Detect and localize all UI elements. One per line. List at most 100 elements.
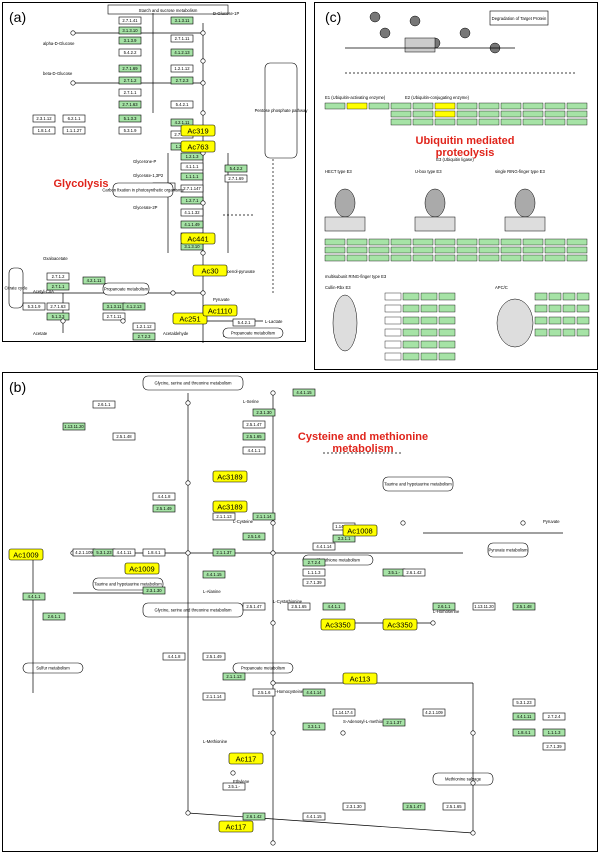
enzyme-node bbox=[180, 162, 204, 171]
enzyme-node bbox=[544, 118, 566, 126]
compound-label: L-Serine bbox=[243, 399, 259, 404]
enzyme-node bbox=[500, 246, 522, 254]
enzyme-node bbox=[46, 282, 70, 291]
enzyme-node bbox=[252, 688, 276, 697]
enzyme-label: 4.4.1.15 bbox=[306, 814, 322, 819]
compound-node bbox=[185, 810, 191, 816]
compound-label: L-Lactate bbox=[265, 319, 283, 324]
enzyme-node bbox=[118, 16, 142, 25]
enzyme-label: 2.5.1.47 bbox=[246, 422, 262, 427]
enzyme-label: 2.1.1.37 bbox=[216, 550, 232, 555]
enzyme-node bbox=[302, 722, 326, 731]
enzyme-node bbox=[222, 782, 246, 791]
enzyme-node bbox=[242, 446, 266, 455]
pathway-box-label: Sulfur metabolism bbox=[36, 666, 70, 671]
enzyme-node bbox=[118, 100, 142, 109]
enzyme-label: 2.5.1.65 bbox=[446, 804, 462, 809]
enzyme-node bbox=[224, 174, 248, 183]
enzyme-node bbox=[522, 246, 544, 254]
pathway-box bbox=[487, 542, 529, 558]
enzyme-node bbox=[384, 328, 402, 337]
marker-label: Ac3189 bbox=[217, 502, 242, 511]
enzyme-node bbox=[242, 532, 266, 541]
enzyme-label: 2.7.1.147 bbox=[183, 186, 201, 191]
substrate-glyph bbox=[324, 216, 366, 232]
compound-node bbox=[200, 58, 206, 64]
enzyme-label: 2.1.1.37 bbox=[386, 720, 402, 725]
enzyme-label: 2.7.1.11 bbox=[107, 314, 122, 319]
enzyme-node bbox=[420, 352, 438, 361]
compound-label: E3 (Ubiquitin ligase) bbox=[436, 157, 474, 162]
enzyme-node bbox=[390, 118, 412, 126]
enzyme-node bbox=[420, 328, 438, 337]
enzyme-label: 3.1.3.11 bbox=[175, 18, 190, 23]
enzyme-label: 5.4.2.1 bbox=[238, 320, 251, 325]
enzyme-node bbox=[384, 352, 402, 361]
enzyme-node bbox=[522, 110, 544, 118]
enzyme-node bbox=[170, 48, 194, 57]
pathway-box-label: Pyruvate metabolism bbox=[488, 548, 528, 553]
enzyme-node bbox=[118, 76, 142, 85]
marker-badge bbox=[124, 562, 160, 575]
enzyme-node bbox=[472, 602, 496, 611]
enzyme-node bbox=[322, 602, 346, 611]
enzyme-node bbox=[170, 34, 194, 43]
compound-label: Starch and sucrose metabolism bbox=[139, 8, 198, 13]
enzyme-node bbox=[500, 254, 522, 262]
compound-node bbox=[185, 400, 191, 406]
enzyme-node bbox=[438, 352, 456, 361]
enzyme-label: 4.1.2.13 bbox=[174, 50, 190, 55]
enzyme-label: 2.7.1.2 bbox=[124, 78, 137, 83]
marker-badge bbox=[342, 672, 378, 685]
pathway-box bbox=[22, 662, 84, 674]
enzyme-node bbox=[402, 352, 420, 361]
enzyme-node bbox=[544, 102, 566, 110]
enzyme-label: 2.5.1.65 bbox=[246, 434, 262, 439]
pathway-box-label: Glutathione metabolism bbox=[316, 558, 361, 563]
enzyme-node bbox=[432, 602, 456, 611]
enzyme-node bbox=[324, 246, 346, 254]
enzyme-label: 4.4.1.8 bbox=[158, 494, 171, 499]
enzyme-label: 1.2.1.3 bbox=[186, 154, 199, 159]
compound-label: L-Homocysteine bbox=[273, 689, 304, 694]
compound-label: U-box type E3 bbox=[415, 169, 442, 174]
enzyme-node bbox=[438, 316, 456, 325]
enzyme-node bbox=[46, 302, 70, 311]
enzyme-label: 4.4.1.1 bbox=[28, 594, 41, 599]
pathway-box bbox=[142, 375, 244, 391]
enzyme-node bbox=[478, 110, 500, 118]
enzyme-node bbox=[346, 246, 368, 254]
marker-label: Ac319 bbox=[187, 126, 208, 135]
marker-label: Ac117 bbox=[236, 754, 257, 763]
enzyme-label: 2.7.1.1 bbox=[124, 90, 137, 95]
enzyme-node bbox=[562, 292, 576, 301]
enzyme-label: 3.1.3.10 bbox=[122, 28, 138, 33]
enzyme-node bbox=[534, 316, 548, 325]
enzyme-node bbox=[412, 118, 434, 126]
compound-label: alpha-D-Glucose bbox=[43, 41, 75, 46]
compound-node bbox=[430, 620, 436, 626]
enzyme-node bbox=[170, 16, 194, 25]
enzyme-node bbox=[442, 802, 466, 811]
marker-badge bbox=[382, 618, 418, 631]
enzyme-node bbox=[202, 692, 226, 701]
compound-label: Glycerone-P bbox=[133, 159, 156, 164]
enzyme-node bbox=[180, 172, 204, 181]
header-box bbox=[107, 4, 229, 15]
enzyme-node bbox=[562, 304, 576, 313]
panel-c-title: Ubiquitin mediated proteolysis bbox=[415, 135, 515, 160]
compound-node bbox=[185, 480, 191, 486]
enzyme-label: 4.4.1.11 bbox=[117, 550, 132, 555]
enzyme-node bbox=[512, 712, 536, 721]
enzyme-node bbox=[324, 102, 346, 110]
enzyme-node bbox=[118, 64, 142, 73]
enzyme-label: 2.5.1.49 bbox=[206, 654, 222, 659]
compound-label: Ethylene bbox=[233, 779, 250, 784]
compound-label: APC/C bbox=[495, 285, 508, 290]
enzyme-label: 2.1.1.13 bbox=[216, 514, 232, 519]
enzyme-label: 1.2.1.12 bbox=[136, 324, 152, 329]
marker-label: Ac3350 bbox=[325, 620, 350, 629]
enzyme-node bbox=[170, 100, 194, 109]
pathway-box-label: Methionine salvage bbox=[445, 777, 482, 782]
compound-label: Pyruvate bbox=[213, 297, 230, 302]
